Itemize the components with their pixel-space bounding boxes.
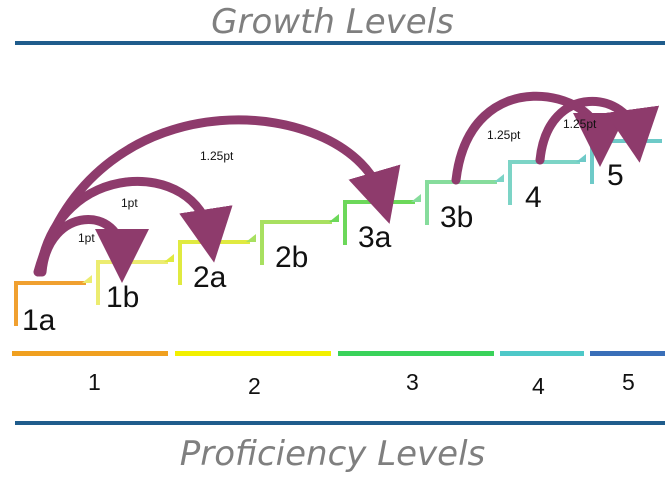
- proficiency-segment: [590, 351, 665, 356]
- arc-label: 1.25pt: [563, 117, 597, 131]
- growth-step-label: 2a: [193, 261, 227, 294]
- growth-step-label: 4: [525, 181, 542, 214]
- growth-step-label: 1a: [22, 304, 56, 337]
- step-riser: [178, 240, 182, 285]
- growth-step-5: 5: [590, 139, 662, 192]
- step-riser: [96, 260, 100, 305]
- step-riser: [14, 281, 18, 326]
- step-riser: [260, 220, 264, 265]
- step-bevel: [576, 154, 586, 162]
- growth-step-label: 2b: [275, 241, 308, 274]
- growth-arc-3b-4: 1.25pt: [451, 91, 627, 185]
- step-riser: [343, 200, 347, 245]
- proficiency-label: 3: [406, 369, 419, 395]
- step-bevel: [164, 254, 174, 262]
- growth-step-label: 3b: [440, 201, 473, 234]
- proficiency-segment: [175, 351, 331, 356]
- proficiency-level-1: 1: [12, 351, 168, 395]
- proficiency-label: 4: [532, 373, 545, 399]
- step-riser: [508, 160, 512, 205]
- top-divider: [15, 41, 665, 45]
- growth-step-2a: 2a: [178, 234, 256, 294]
- step-bevel: [329, 214, 339, 222]
- step-tread: [96, 260, 168, 264]
- arc-label: 1pt: [78, 231, 95, 245]
- arc-arrow: [33, 115, 401, 277]
- step-bevel: [246, 234, 256, 242]
- growth-step-1b: 1b: [96, 254, 174, 314]
- growth-step-3a: 3a: [343, 194, 421, 254]
- proficiency-label: 5: [622, 369, 635, 395]
- growth-step-label: 1b: [106, 281, 139, 314]
- step-tread: [14, 281, 86, 285]
- growth-step-label: 5: [607, 159, 624, 192]
- step-tread: [178, 240, 250, 244]
- bottom-divider: [15, 421, 665, 425]
- step-riser: [590, 139, 594, 184]
- growth-arc-1a-3a: 1.25pt: [33, 115, 401, 277]
- proficiency-segment: [500, 351, 584, 356]
- arc-label: 1.25pt: [200, 149, 234, 163]
- proficiency-level-4: 4: [500, 351, 584, 399]
- proficiency-level-5: 5: [590, 351, 665, 395]
- step-bevel: [411, 194, 421, 202]
- step-tread: [260, 220, 332, 224]
- proficiency-label: 2: [248, 373, 261, 399]
- proficiency-level-2: 2: [175, 351, 331, 399]
- growth-arc-4-5: 1.25pt: [535, 96, 660, 165]
- arc-arrow: [535, 96, 660, 165]
- growth-step-4: 4: [508, 154, 586, 214]
- growth-levels-title: Growth Levels: [211, 2, 454, 42]
- arc-label: 1pt: [121, 196, 138, 210]
- step-bevel: [494, 174, 504, 182]
- step-tread: [425, 180, 497, 184]
- growth-step-2b: 2b: [260, 214, 339, 274]
- step-bevel: [82, 275, 92, 283]
- growth-step-3b: 3b: [425, 174, 504, 234]
- proficiency-segment: [338, 351, 494, 356]
- proficiency-label: 1: [88, 369, 101, 395]
- proficiency-segment: [12, 351, 168, 356]
- step-riser: [425, 180, 429, 225]
- arc-label: 1.25pt: [487, 128, 521, 142]
- growth-step-label: 3a: [358, 221, 392, 254]
- arc-arrow: [451, 91, 627, 185]
- proficiency-levels-title: Proficiency Levels: [179, 434, 486, 474]
- proficiency-level-3: 3: [338, 351, 494, 395]
- growth-step-1a: 1a: [14, 275, 92, 337]
